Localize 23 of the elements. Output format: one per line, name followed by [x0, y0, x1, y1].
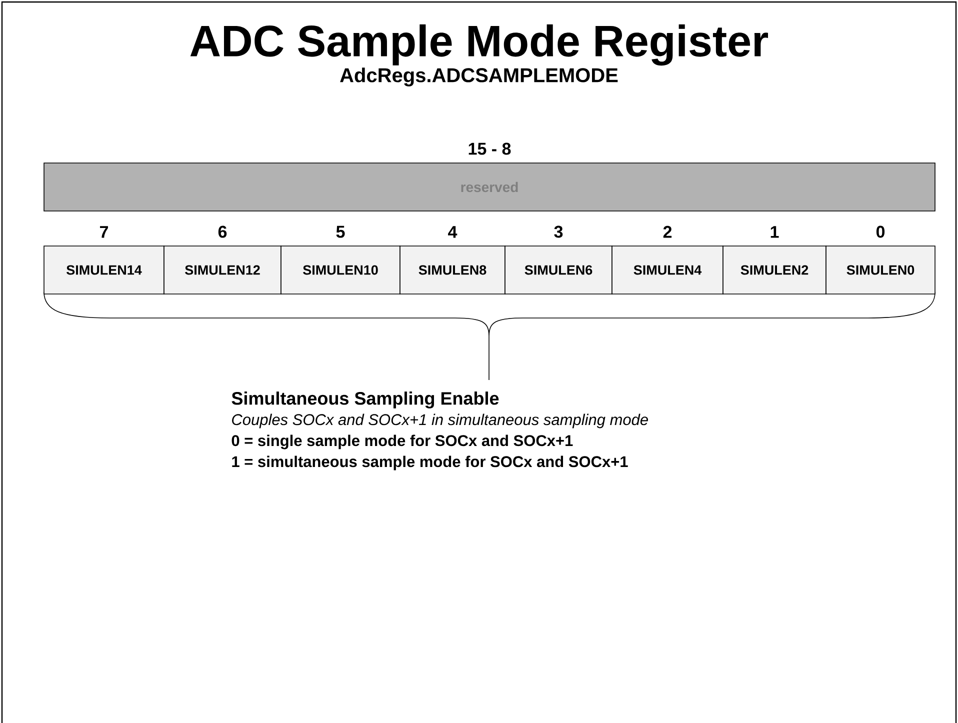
field-heading: Simultaneous Sampling Enable [232, 392, 499, 408]
bit-number: 0 [876, 226, 885, 238]
bit-field: SIMULEN6 [504, 246, 612, 294]
bit-number: 7 [100, 226, 108, 238]
description-text: Couples SOCx and SOCx+1 in simultaneous sampling mode [232, 414, 648, 428]
bit-field: SIMULEN0 [826, 246, 936, 294]
bit-field: SIMULEN10 [280, 246, 400, 294]
bit-number: 2 [663, 226, 672, 238]
bit-number: 6 [218, 226, 227, 238]
bit-field: SIMULEN12 [164, 246, 282, 294]
value-description: 0 = single sample mode for SOCx and SOCx+1 [232, 434, 573, 450]
bit-number: 3 [554, 226, 563, 238]
value-description: 1 = simultaneous sample mode for SOCx and SOCx+1 [232, 456, 628, 470]
bit-field: SIMULEN14 [44, 246, 164, 294]
bit-number: 5 [336, 226, 345, 238]
bit-field: SIMULEN4 [612, 246, 724, 294]
register-name: AdcRegs.ADCSAMPLEMODE [340, 68, 618, 86]
title: ADC Sample Mode Register [190, 24, 768, 66]
bit-field: SIMULEN2 [722, 246, 826, 294]
bit-number: 4 [448, 226, 458, 238]
bit-field: SIMULEN8 [400, 246, 506, 294]
bit-number: 15 - 8 [468, 142, 511, 155]
bit-number: 1 [770, 226, 779, 238]
